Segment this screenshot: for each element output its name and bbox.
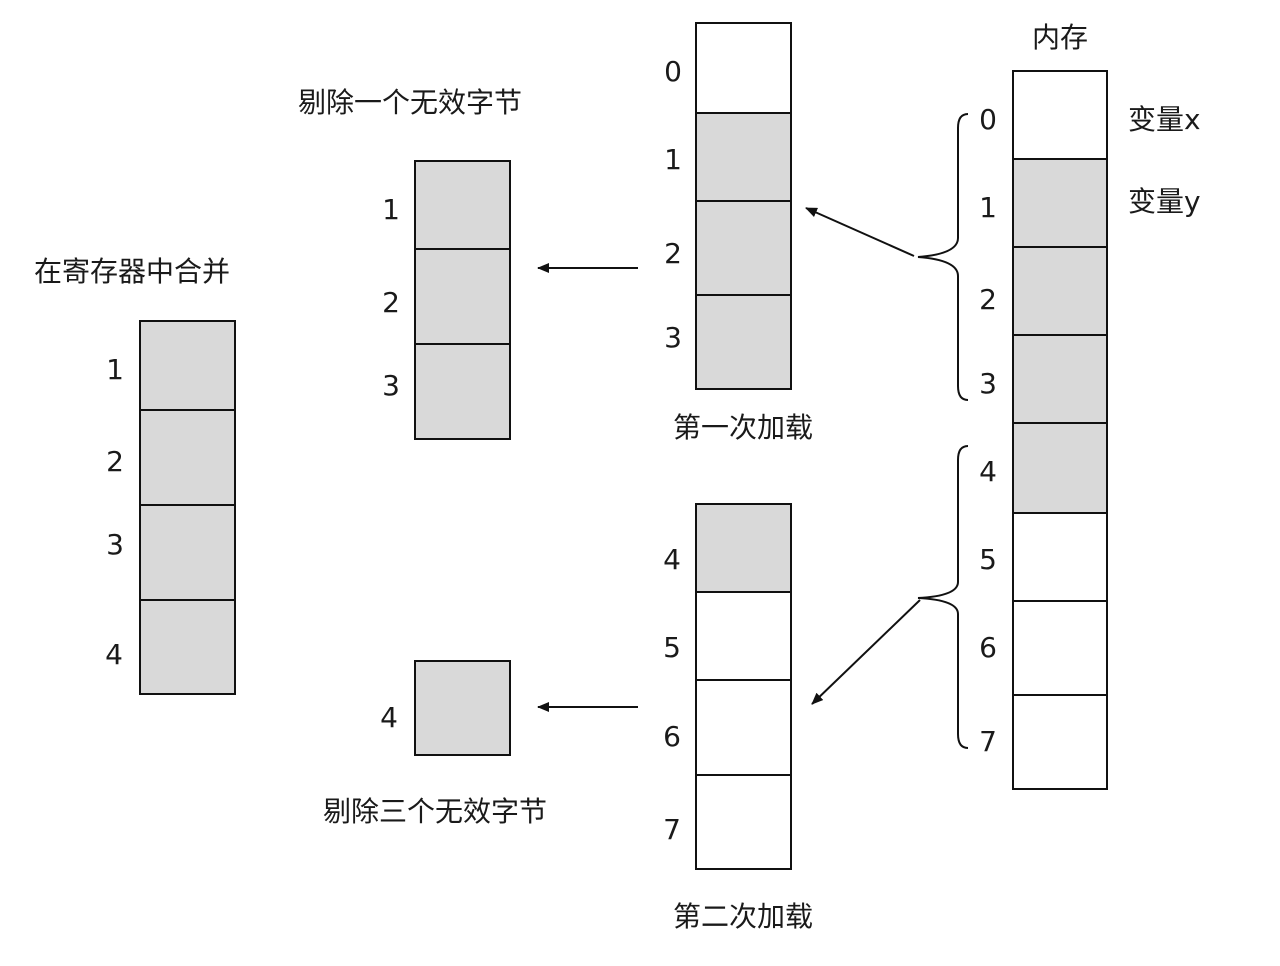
brace-second-load (917, 445, 969, 749)
second-load-cell-7 (695, 774, 792, 870)
first-load-index-0: 0 (664, 55, 682, 88)
second-load-index-5: 5 (663, 631, 681, 664)
memory-index-6: 6 (979, 631, 997, 664)
memory-index-3: 3 (979, 367, 997, 400)
discard-one-cell-3 (414, 343, 511, 440)
memory-index-0: 0 (979, 103, 997, 136)
first-load-cell-3 (695, 294, 792, 390)
arrow-to-second-load (811, 599, 921, 705)
first-load-cell-0 (695, 22, 792, 114)
first-load-cell-1 (695, 112, 792, 202)
merged-index-2: 2 (106, 445, 124, 478)
memory-cell-4 (1012, 422, 1108, 514)
second-load-index-7: 7 (663, 813, 681, 846)
discard-three-index-4: 4 (380, 701, 398, 734)
discard-one-cell-1 (414, 160, 511, 250)
memory-index-4: 4 (979, 455, 997, 488)
merged-index-3: 3 (106, 528, 124, 561)
second-load-index-4: 4 (663, 543, 681, 576)
discard-three-caption: 剔除三个无效字节 (322, 795, 548, 828)
arrow-to-first-load (805, 207, 915, 257)
variable-x-label: 变量x (1128, 103, 1201, 136)
second-load-cell-4 (695, 503, 792, 593)
first-load-index-1: 1 (664, 143, 682, 176)
merged-caption: 在寄存器中合并 (33, 255, 231, 288)
memory-cell-7 (1012, 694, 1108, 790)
merged-cell-4 (139, 599, 236, 695)
memory-index-1: 1 (979, 191, 997, 224)
first-load-caption: 第一次加载 (672, 411, 814, 444)
memory-index-7: 7 (979, 725, 997, 758)
first-load-index-2: 2 (664, 237, 682, 270)
memory-title: 内存 (1031, 21, 1089, 54)
merged-cell-2 (139, 409, 236, 506)
second-load-caption: 第二次加载 (672, 900, 814, 933)
discard-one-caption: 剔除一个无效字节 (297, 86, 523, 119)
discard-one-cell-2 (414, 248, 511, 345)
discard-three-cell-4 (414, 660, 511, 756)
first-load-cell-2 (695, 200, 792, 296)
variable-y-label: 变量y (1128, 185, 1201, 218)
brace-first-load (917, 113, 969, 401)
second-load-index-6: 6 (663, 720, 681, 753)
merged-index-1: 1 (106, 353, 124, 386)
memory-index-2: 2 (979, 283, 997, 316)
discard-one-index-2: 2 (382, 286, 400, 319)
memory-cell-6 (1012, 600, 1108, 696)
discard-one-index-1: 1 (382, 193, 400, 226)
first-load-index-3: 3 (664, 321, 682, 354)
merged-index-4: 4 (105, 638, 123, 671)
discard-one-index-3: 3 (382, 369, 400, 402)
memory-index-5: 5 (979, 543, 997, 576)
